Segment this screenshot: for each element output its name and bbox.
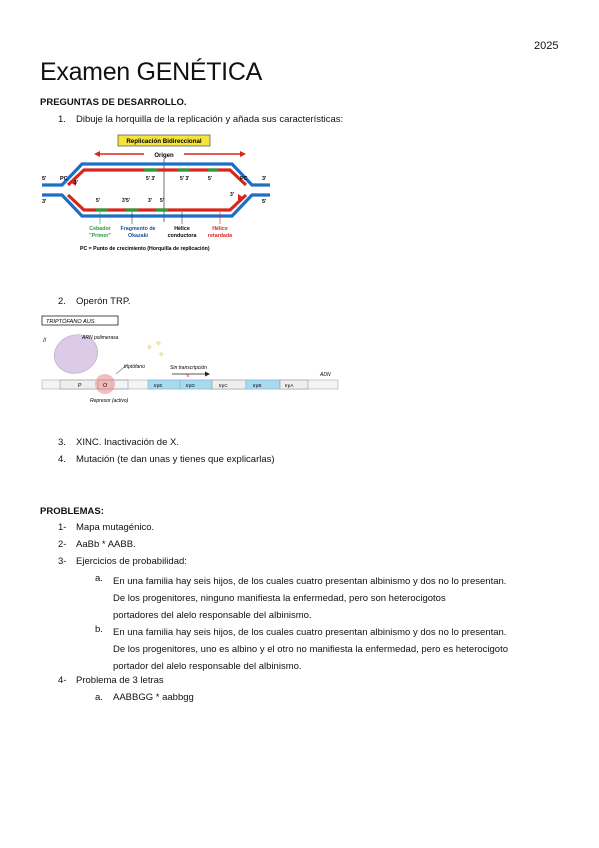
label-35-bottom: 3'5' <box>122 198 130 204</box>
new-strand-top <box>66 168 248 187</box>
arrow-right-icon <box>240 151 246 157</box>
banner-label: Replicación Bidireccional <box>126 138 202 145</box>
no-transcription-label: Sin transcripción <box>170 365 207 371</box>
label-5prime-right: 5' <box>262 199 267 205</box>
tryptophan-icon: ✧ <box>146 343 153 352</box>
polymerase-tick: // <box>43 338 47 344</box>
question-number: 2. <box>58 296 66 307</box>
parent-strand-bottom <box>42 193 270 218</box>
gene-label: trpB <box>253 383 261 388</box>
origin-label: Origen <box>154 153 174 159</box>
label-53-top-2: 5' 3' <box>180 176 189 182</box>
pc-left-label: PC <box>60 176 68 182</box>
repressor-label: Represor (activo) <box>90 398 129 404</box>
pc-right-label: PC <box>240 176 248 182</box>
page-title: Examen GENÉTICA <box>40 58 262 86</box>
legend-lagging-line2: retardada <box>208 233 232 239</box>
trp-operon-figure: TRIPTÓFANO AUS // ARN polimerasa ✧ ✧ ✧ t… <box>41 315 339 404</box>
label-3prime-left: 3' <box>42 199 47 205</box>
legend-primer-line2: "Primer" <box>89 233 111 239</box>
problem-text: AaBb * AABB. <box>76 539 136 550</box>
problem-number: 3- <box>58 556 67 567</box>
parent-strand-top <box>42 162 270 187</box>
subitem-line: De los progenitores, uno es albino y el … <box>113 644 509 655</box>
gene-trpA <box>279 379 309 390</box>
label-53-top-1: 5' 3' <box>146 176 155 182</box>
rna-polymerase-shape <box>53 334 99 374</box>
promoter-label: P <box>78 383 82 389</box>
legend-okazaki-line1: Fragmento de <box>120 226 155 232</box>
region-operator <box>97 379 129 390</box>
label-5prime-left: 5' <box>42 176 47 182</box>
question-text: XINC. Inactivación de X. <box>76 437 179 448</box>
subitem-line: De los progenitores, ninguno manifiesta … <box>113 593 446 604</box>
subitem-letter: b. <box>95 624 103 635</box>
operator-label: O <box>103 383 108 389</box>
subitem-letter: a. <box>95 692 103 703</box>
problem-number: 4- <box>58 675 67 686</box>
gene-label: trpA <box>285 383 294 388</box>
tryptophan-label: triptófano <box>124 364 145 370</box>
question-text: Operón TRP. <box>76 296 131 307</box>
legend-lagging-line1: Hélice <box>212 226 228 232</box>
gene-trpD <box>179 379 213 390</box>
bidirectional-banner <box>117 134 211 147</box>
gene-trpB <box>245 379 281 390</box>
replication-fork-figure: Replicación Bidireccional Origen 5' 3' 3… <box>42 134 270 252</box>
gene-trpC <box>211 379 247 390</box>
pointer-line <box>115 363 129 375</box>
subitem-letter: a. <box>95 573 103 584</box>
problem-number: 2- <box>58 539 67 550</box>
label-5prime-top-3: 5' <box>208 176 212 182</box>
replication-footnote: PC = Punto de crecimiento (Horquilla de … <box>80 246 210 252</box>
subitem-text: AABBGG * aabbgg <box>113 692 194 703</box>
legend-leading-line2: conductora <box>168 233 197 239</box>
polymerase-label: ARN polimerasa <box>81 335 119 341</box>
arrow-right-icon <box>205 371 210 377</box>
gene-label: trpD <box>186 383 195 388</box>
tryptophan-icon: ✧ <box>158 350 165 359</box>
subitem-line: En una familia hay seis hijos, de los cu… <box>113 576 507 587</box>
question-text: Mutación (te dan unas y tienes que expli… <box>76 454 275 465</box>
gene-label: trpC <box>219 383 228 388</box>
gene-trpE <box>147 379 181 390</box>
gene-label: trpE <box>154 383 162 388</box>
question-number: 1. <box>58 114 66 125</box>
label-5prime-bottom-1: 5' <box>96 198 100 204</box>
origin-label-bg <box>144 150 184 158</box>
legend-okazaki-line2: Okazaki <box>128 233 149 239</box>
blocked-x-icon: × <box>186 374 190 380</box>
problem-text: Problema de 3 letras <box>76 675 164 686</box>
section-heading-problems: PROBLEMAS: <box>40 506 104 517</box>
arrow-left-icon <box>94 151 100 157</box>
dna-end-label: ADN <box>319 372 331 378</box>
problem-text: Ejercicios de probabilidad: <box>76 556 187 567</box>
subitem-line: En una familia hay seis hijos, de los cu… <box>113 627 507 638</box>
label-3prime-right: 3' <box>262 176 267 182</box>
operon-header-box <box>41 315 119 326</box>
label-3prime-fork-right: 3' <box>230 192 234 198</box>
legend-leading-line1: Hélice <box>174 226 190 232</box>
question-number: 3. <box>58 437 66 448</box>
label-5prime-bottom-2: 5' <box>160 198 164 204</box>
year-label: 2025 <box>534 40 559 52</box>
new-strand-bottom <box>66 193 248 212</box>
label-3prime-fork-left: 3' <box>74 180 78 186</box>
operon-header-label: TRIPTÓFANO AUS <box>46 318 95 325</box>
problem-text: Mapa mutagénico. <box>76 522 155 533</box>
problem-number: 1- <box>58 522 67 533</box>
subitem-line: portadores del alelo responsable del alb… <box>113 610 312 621</box>
question-text: Dibuje la horquilla de la replicación y … <box>76 114 344 125</box>
question-number: 4. <box>58 454 66 465</box>
section-heading-development: PREGUNTAS DE DESARROLLO. <box>40 97 187 108</box>
strand-arrow-left-icon <box>70 178 76 186</box>
tryptophan-icon: ✧ <box>155 339 162 348</box>
label-3prime-bottom: 3' <box>148 198 152 204</box>
subitem-line: portador del alelo responsable del albin… <box>113 661 302 672</box>
legend-primer-line1: Cebador <box>89 226 111 232</box>
strand-arrow-right-icon <box>238 194 244 202</box>
